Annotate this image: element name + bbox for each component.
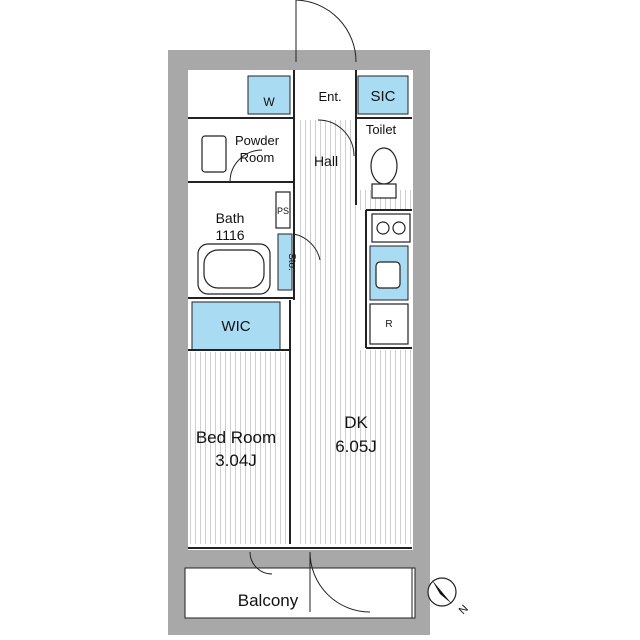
washer-space	[247, 75, 291, 115]
kitchen-sink	[375, 261, 401, 289]
bedroom-label-line2: 3.04J	[215, 451, 257, 470]
refrigerator-space	[369, 303, 409, 345]
sic-closet	[357, 75, 409, 115]
toilet-bowl	[370, 147, 398, 185]
wic-closet	[191, 301, 281, 351]
storage-closet	[277, 233, 293, 291]
burner-left	[376, 221, 390, 235]
dk-label-line1: DK	[344, 413, 368, 432]
washer-label: W	[263, 95, 275, 109]
entrance-door-swing	[295, 0, 357, 63]
balcony-label: Balcony	[238, 591, 299, 610]
bedroom-label-line1: Bed Room	[196, 428, 276, 447]
powder-door-swing	[229, 149, 263, 183]
sic-label: SIC	[370, 88, 395, 105]
compass-arrow-icon	[432, 580, 452, 604]
powder-room-label-line2: Room	[240, 150, 275, 165]
interior-walls	[188, 70, 412, 549]
bedroom-balcony-door-swing	[249, 551, 273, 575]
compass-north-label: N	[457, 603, 471, 617]
pipe-space-box	[275, 191, 291, 229]
hall-door-swing	[317, 119, 355, 157]
powder-sink	[201, 135, 227, 173]
wic-label: WIC	[221, 318, 250, 335]
balcony-railing	[184, 567, 416, 619]
toilet-tank	[371, 183, 397, 199]
entrance-label: Ent.	[318, 89, 341, 104]
bedroom-floor	[190, 352, 288, 544]
bath-label-line2: 1116	[215, 227, 244, 243]
storage-areas	[191, 75, 409, 351]
powder-room-label-line1: Powder	[235, 133, 280, 148]
balcony-door-swing	[309, 551, 371, 613]
dk-label-line2: 6.05J	[335, 437, 377, 456]
burner-right	[392, 221, 406, 235]
doors	[229, 0, 371, 613]
storage-label: Sto.	[286, 253, 297, 271]
refrigerator-label: R	[385, 319, 392, 330]
bath-door-swing	[293, 233, 321, 261]
bath-label-line1: Bath	[216, 210, 245, 226]
fixtures	[197, 135, 411, 345]
bathtub-inner	[203, 249, 265, 289]
toilet-label: Toilet	[366, 122, 397, 137]
pipe-space-label: PS	[277, 206, 289, 216]
compass: N	[427, 577, 471, 617]
hall-label: Hall	[314, 153, 338, 169]
